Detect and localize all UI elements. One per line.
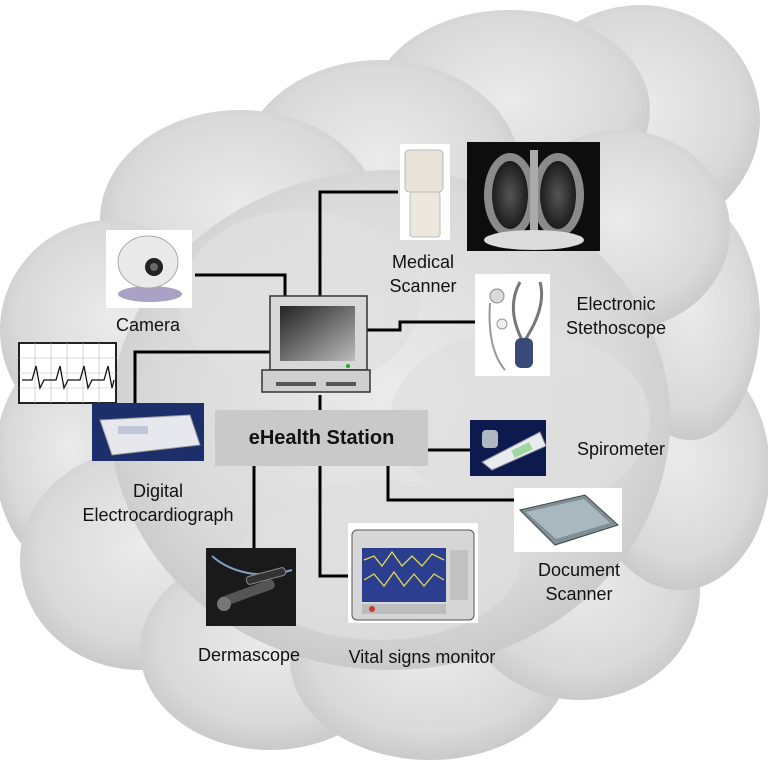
electronic-stethoscope-label: Electronic Stethoscope: [558, 292, 674, 340]
stethoscope-icon: [475, 274, 550, 376]
computer-icon: [261, 295, 371, 393]
vital-signs-monitor-label: Vital signs monitor: [348, 647, 496, 667]
dermascope-label: Dermascope: [197, 645, 301, 665]
document-scanner-label: Document Scanner: [524, 558, 634, 606]
medical-scanner-label-line2: Scanner: [389, 276, 457, 296]
ecg-strip-icon: [18, 342, 117, 404]
medical-scanner-icon: [400, 144, 450, 240]
spirometer-label: Spirometer: [576, 439, 666, 459]
stethoscope-label-line2: Stethoscope: [565, 318, 667, 338]
ehealth-station-label: eHealth Station: [248, 426, 395, 449]
dermascope-icon: [206, 548, 296, 626]
xray-image-icon: [467, 142, 600, 251]
camera-icon: [106, 230, 192, 308]
stethoscope-label-line1: Electronic: [576, 294, 656, 314]
spirometer-icon: [470, 420, 547, 476]
document-scanner-label-line2: Scanner: [545, 584, 613, 604]
medical-scanner-label: Medical Scanner: [378, 250, 468, 298]
document-scanner-label-line1: Document: [537, 560, 621, 580]
medical-scanner-label-line1: Medical: [391, 252, 455, 272]
electrocardiograph-label-line2: Electrocardiograph: [82, 505, 234, 525]
ehealth-station-box: eHealth Station: [215, 410, 428, 466]
electrocardiograph-label: Digital Electrocardiograph: [64, 479, 252, 527]
electrocardiograph-label-line1: Digital: [132, 481, 184, 501]
document-scanner-icon: [514, 488, 622, 552]
camera-label: Camera: [115, 315, 181, 335]
connector-lines: [133, 190, 514, 578]
electrocardiograph-icon: [92, 403, 204, 461]
vital-signs-monitor-icon: [348, 523, 478, 623]
